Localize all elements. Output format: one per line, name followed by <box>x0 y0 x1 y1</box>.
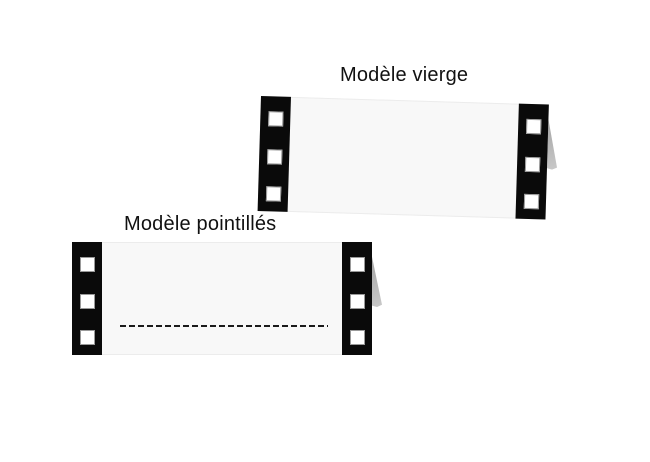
card-body <box>257 96 549 220</box>
film-hole-icon <box>267 111 284 127</box>
film-strip-left <box>257 96 291 212</box>
card-title-vierge: Modèle vierge <box>340 64 469 86</box>
film-hole-icon <box>523 193 539 210</box>
dashed-cut-line <box>120 325 328 327</box>
film-strip-right <box>515 103 549 220</box>
card-body <box>72 242 372 355</box>
card-title-pointilles: Modèle pointillés <box>124 213 277 235</box>
film-hole-icon <box>79 330 95 345</box>
film-card-pointilles <box>72 242 382 355</box>
film-hole-icon <box>79 293 95 309</box>
film-strip-left <box>72 242 102 355</box>
film-hole-icon <box>349 330 365 345</box>
film-hole-icon <box>524 156 540 172</box>
film-hole-icon <box>266 148 282 165</box>
film-hole-icon <box>525 118 541 135</box>
film-hole-icon <box>79 257 95 272</box>
film-card-vierge <box>257 96 549 220</box>
film-hole-icon <box>265 186 281 202</box>
fold-shadow-icon <box>371 252 382 307</box>
film-strip-right <box>342 242 372 355</box>
film-hole-icon <box>349 257 365 272</box>
film-hole-icon <box>349 293 365 309</box>
